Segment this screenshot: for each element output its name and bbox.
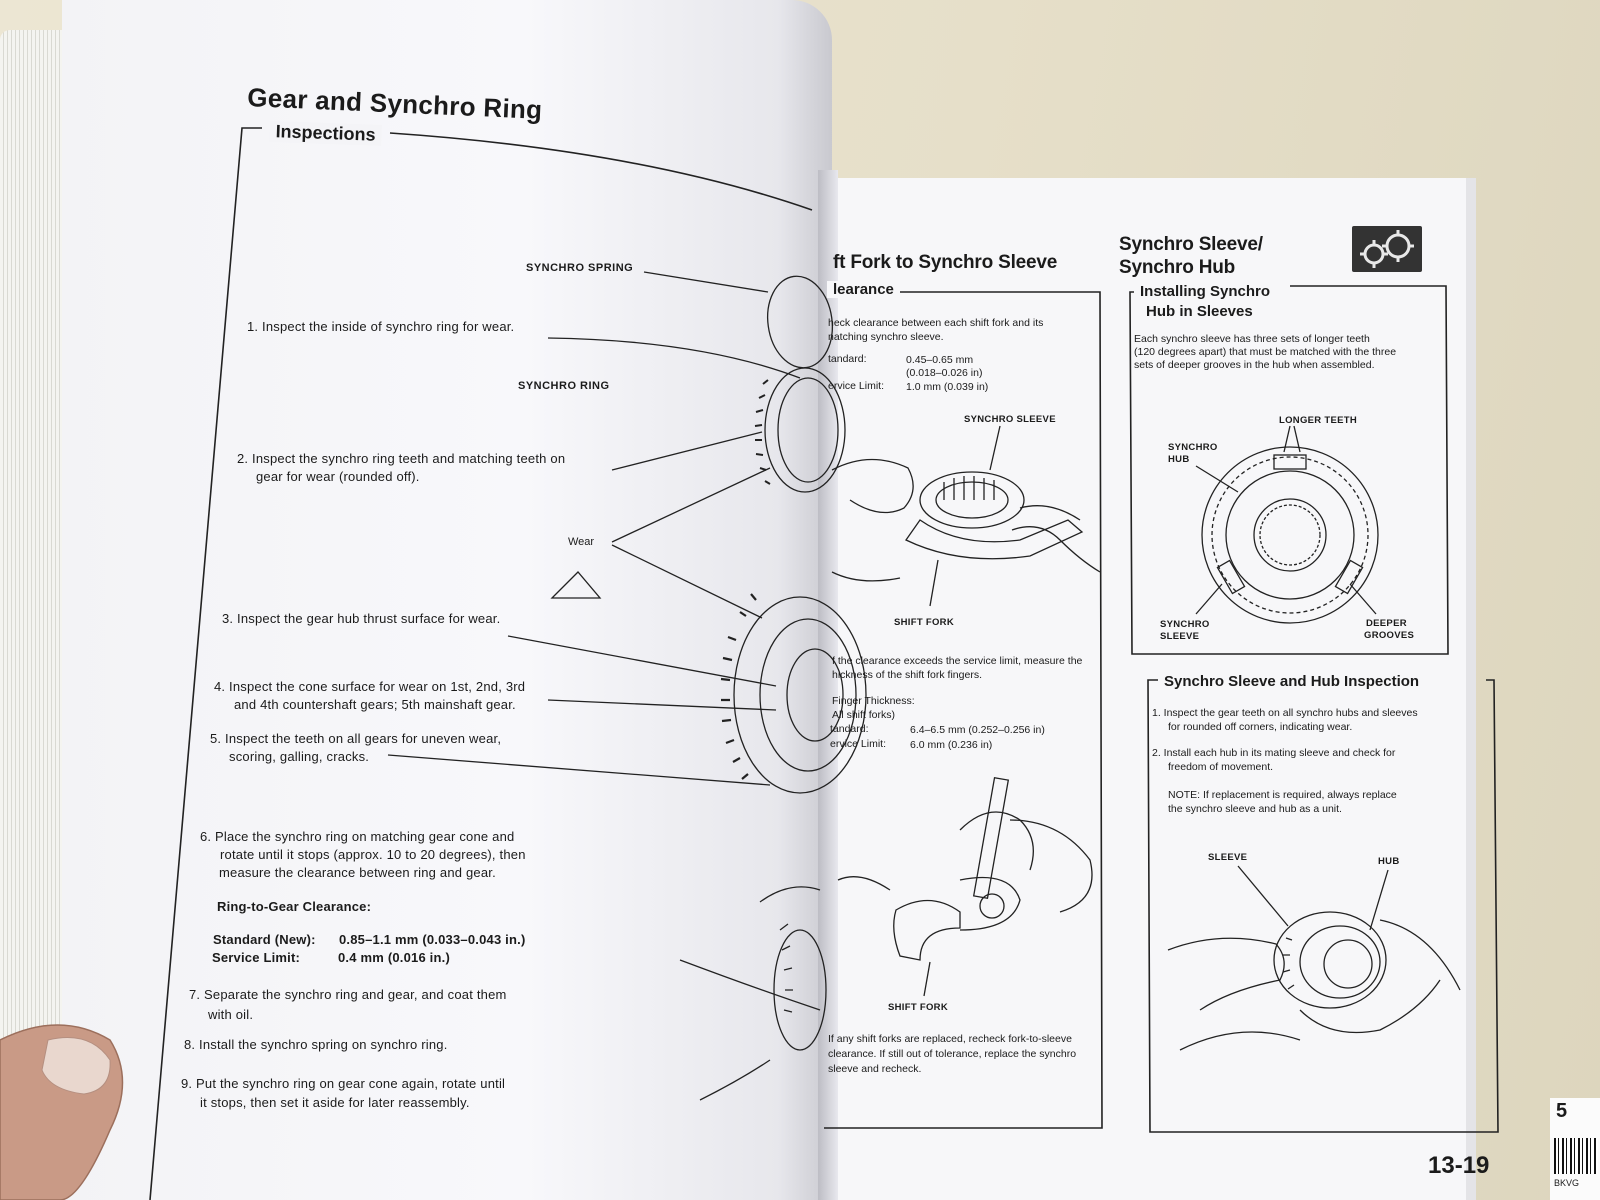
label-deeper-grooves: DEEPER xyxy=(1366,618,1407,629)
finger-thickness-sub: All shift forks) xyxy=(832,709,896,721)
barcode-sticker: 5 BKVG xyxy=(1550,1098,1600,1200)
step-4-cont: and 4th countershaft gears; 5th mainshaf… xyxy=(234,697,516,712)
para3-line-1: If any shift forks are replaced, recheck… xyxy=(828,1033,1072,1045)
inspection-item-2: 2. Install each hub in its mating sleeve… xyxy=(1152,747,1396,759)
right-page-edge xyxy=(1466,178,1476,1200)
middle-column-subtitle: learance xyxy=(827,281,900,298)
service-limit-value: 1.0 mm (0.039 in) xyxy=(906,381,989,393)
label-deeper-grooves-2: GROOVES xyxy=(1364,630,1415,641)
clearance-heading: Ring-to-Gear Clearance: xyxy=(217,899,372,914)
label-synchro-sleeve: SYNCHRO xyxy=(1160,619,1210,630)
note-line-2: the synchro sleeve and hub as a unit. xyxy=(1168,803,1342,815)
label-sleeve: SLEEVE xyxy=(1208,852,1248,863)
step-2-cont: gear for wear (rounded off). xyxy=(256,469,420,484)
subsection-installing-line-1: Installing Synchro xyxy=(1134,283,1277,300)
label-synchro-sleeve: SYNCHRO SLEEVE xyxy=(964,414,1056,425)
middle-column-title: ft Fork to Synchro Sleeve xyxy=(833,252,1058,273)
label-shift-fork: SHIFT FORK xyxy=(894,617,954,628)
book-page-edges xyxy=(0,30,70,1170)
edge-number: 5 xyxy=(1556,1100,1568,1122)
standard-label: tandard: xyxy=(828,353,867,365)
step-4: 4. Inspect the cone surface for wear on … xyxy=(214,679,526,694)
step-9-cont: it stops, then set it aside for later re… xyxy=(200,1095,470,1110)
right-column-title-line-1: Synchro Sleeve/ xyxy=(1119,234,1263,255)
step-8: 8. Install the synchro spring on synchro… xyxy=(184,1037,448,1052)
inspection-item-1-cont: for rounded off corners, indicating wear… xyxy=(1168,721,1353,733)
inspection-item-2-cont: freedom of movement. xyxy=(1168,761,1274,773)
barcode xyxy=(1554,1138,1598,1174)
install-intro-1: Each synchro sleeve has three sets of lo… xyxy=(1134,333,1370,345)
finger-thickness-heading: Finger Thickness: xyxy=(832,695,915,707)
label-wear: Wear xyxy=(568,536,595,548)
step-3: 3. Inspect the gear hub thrust surface f… xyxy=(222,611,501,626)
install-intro-2: (120 degrees apart) that must be matched… xyxy=(1134,346,1397,358)
label-hub: HUB xyxy=(1378,856,1400,867)
para3-line-3: sleeve and recheck. xyxy=(828,1063,922,1075)
right-column-title-line-2: Synchro Hub xyxy=(1119,257,1236,278)
label-synchro-hub-2: HUB xyxy=(1168,454,1190,465)
standard-label: Standard (New): xyxy=(213,932,316,947)
step-9: 9. Put the synchro ring on gear cone aga… xyxy=(181,1076,506,1091)
para3-line-2: clearance. If still out of tolerance, re… xyxy=(828,1048,1077,1060)
intro-line-1: heck clearance between each shift fork a… xyxy=(828,317,1044,329)
subsection-installing-line-2: Hub in Sleeves xyxy=(1140,303,1259,320)
step-7-cont: with oil. xyxy=(208,1007,254,1022)
standard-value-inches: (0.018–0.026 in) xyxy=(906,367,983,379)
para2-line-1: f the clearance exceeds the service limi… xyxy=(832,655,1083,667)
label-synchro-ring: SYNCHRO RING xyxy=(518,380,610,392)
step-6-cont2: measure the clearance between ring and g… xyxy=(219,865,496,880)
step-5: 5. Inspect the teeth on all gears for un… xyxy=(210,731,502,746)
standard-value: 0.85–1.1 mm (0.033–0.043 in.) xyxy=(339,932,526,947)
step-5-cont: scoring, galling, cracks. xyxy=(229,749,370,764)
label-synchro-hub: SYNCHRO xyxy=(1168,442,1218,453)
service-limit-label: ervice Limit: xyxy=(828,380,885,392)
intro-line-2: natching synchro sleeve. xyxy=(828,331,944,343)
label-synchro-sleeve-2: SLEEVE xyxy=(1160,631,1200,642)
para2-line-2: hickness of the shift fork fingers. xyxy=(832,669,982,681)
step-6-cont: rotate until it stops (approx. 10 to 20 … xyxy=(220,847,526,862)
finger-standard-value: 6.4–6.5 mm (0.252–0.256 in) xyxy=(910,724,1045,736)
service-limit-value: 0.4 mm (0.016 in.) xyxy=(338,950,450,965)
book-gutter xyxy=(818,170,838,1200)
label-shift-fork-2: SHIFT FORK xyxy=(888,1002,948,1013)
standard-value: 0.45–0.65 mm xyxy=(906,354,974,366)
note-line-1: NOTE: If replacement is required, always… xyxy=(1168,789,1397,801)
finger-service-value: 6.0 mm (0.236 in) xyxy=(910,739,993,751)
label-longer-teeth: LONGER TEETH xyxy=(1279,415,1358,426)
install-intro-3: sets of deeper grooves in the hub when a… xyxy=(1134,359,1375,371)
service-limit-label: Service Limit: xyxy=(212,950,301,965)
step-6: 6. Place the synchro ring on matching ge… xyxy=(200,829,515,844)
section-gear-icon xyxy=(1352,226,1422,272)
page-number: 13-19 xyxy=(1428,1152,1490,1179)
step-7: 7. Separate the synchro ring and gear, a… xyxy=(189,987,507,1002)
subsection-inspection: Synchro Sleeve and Hub Inspection xyxy=(1158,673,1426,690)
step-2: 2. Inspect the synchro ring teeth and ma… xyxy=(237,451,566,466)
barcode-code: BKVG xyxy=(1554,1178,1580,1188)
finger-service-label: ervice Limit: xyxy=(830,738,887,750)
finger-standard-label: tandard: xyxy=(830,723,869,735)
label-synchro-spring: SYNCHRO SPRING xyxy=(526,262,634,274)
inspection-item-1: 1. Inspect the gear teeth on all synchro… xyxy=(1152,707,1418,719)
left-page xyxy=(62,0,832,1200)
step-1: 1. Inspect the inside of synchro ring fo… xyxy=(247,319,515,334)
